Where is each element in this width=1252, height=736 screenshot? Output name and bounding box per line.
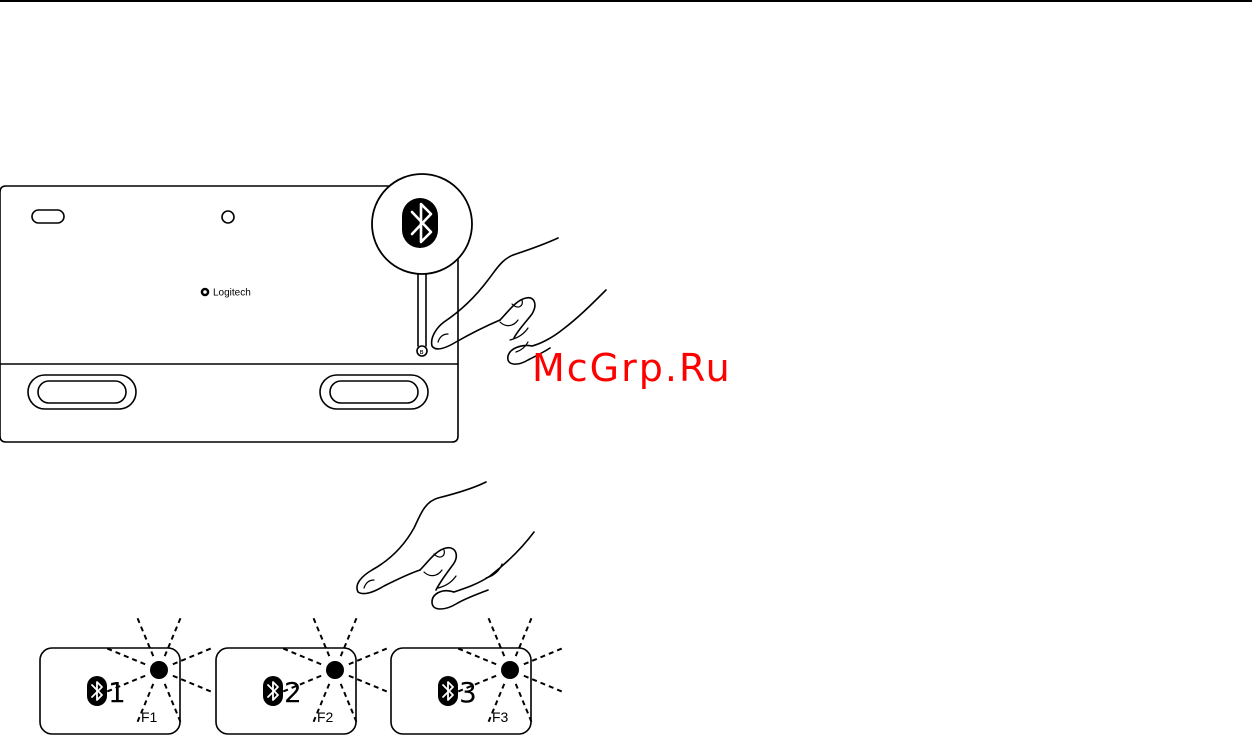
keyboard-slot — [32, 210, 64, 223]
key-number: 3 — [459, 676, 477, 709]
status-led — [150, 661, 168, 679]
logitech-logo: Logitech — [201, 288, 251, 299]
status-led — [326, 661, 344, 679]
bluetooth-icon — [87, 676, 107, 706]
brand-label: Logitech — [213, 288, 251, 299]
key-function-label: F1 — [141, 709, 158, 725]
svg-text:ʙ: ʙ — [420, 348, 424, 356]
watermark: McGrp.Ru — [532, 346, 732, 390]
bluetooth-icon — [263, 676, 283, 706]
key-f3[interactable]: 3F3 — [391, 616, 564, 734]
keyboard-screw — [222, 211, 234, 223]
key-number: 1 — [108, 676, 126, 709]
status-led — [501, 661, 519, 679]
keyboard-foot-right — [320, 375, 428, 409]
key-function-label: F3 — [492, 709, 509, 725]
hand-pressing-key — [357, 482, 534, 609]
key-f1[interactable]: 1F1 — [40, 616, 213, 734]
key-f2[interactable]: 2F2 — [216, 616, 389, 734]
key-number: 2 — [284, 676, 302, 709]
keyboard-foot-left — [28, 375, 136, 409]
keyboard-underside: Logitech ʙ — [0, 174, 472, 442]
bluetooth-icon — [402, 198, 438, 248]
bluetooth-icon — [438, 676, 458, 706]
key-function-label: F2 — [317, 709, 334, 725]
